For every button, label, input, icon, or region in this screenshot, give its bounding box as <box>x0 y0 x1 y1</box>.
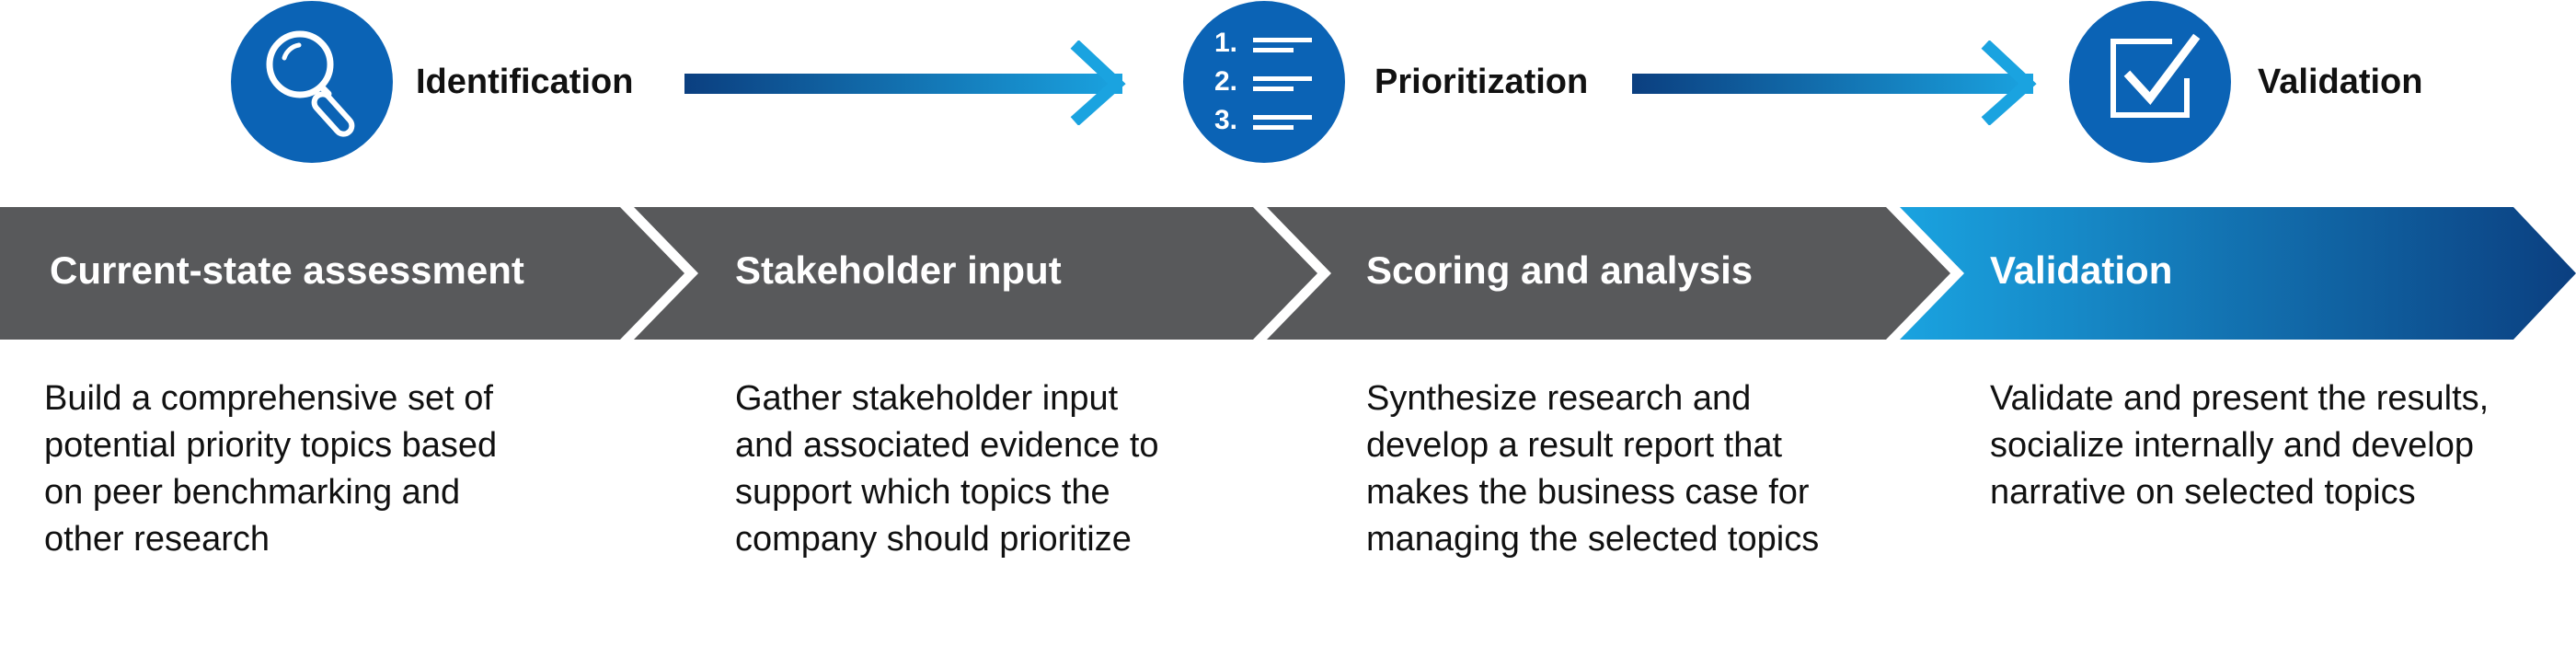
description-line: on peer benchmarking and <box>44 473 461 512</box>
description-line: Build a comprehensive set of <box>44 379 493 418</box>
phase-label-identification: Identification <box>416 63 634 101</box>
description-line: potential priority topics based <box>44 426 498 465</box>
magnifier-icon <box>266 30 355 137</box>
chevron-scoring-and-analysis <box>1267 207 1950 340</box>
arrow-identification-to-prioritization <box>684 40 1126 125</box>
step-title-validation: Validation <box>1990 248 2173 292</box>
description-line: narrative on selected topics <box>1990 473 2416 512</box>
process-chevron-bar <box>0 207 2576 340</box>
description-line: and associated evidence to <box>735 426 1159 465</box>
step-description-scoring-and-analysis: Synthesize research and develop a result… <box>1366 375 1819 563</box>
list-number-1: 1. <box>1214 28 1237 58</box>
phase-label-prioritization: Prioritization <box>1374 63 1589 101</box>
description-line: Gather stakeholder input <box>735 379 1119 418</box>
description-line: managing the selected topics <box>1366 520 1820 559</box>
chevron-stakeholder-input <box>634 207 1317 340</box>
checkbox-check-icon <box>2110 33 2201 118</box>
checkbox-check-icon-circle <box>2069 1 2231 163</box>
description-line: support which topics the <box>735 473 1110 512</box>
description-line: Synthesize research and <box>1366 379 1752 418</box>
numbered-list-icon: 1. 2. 3. <box>1214 28 1312 135</box>
description-line: company should prioritize <box>735 520 1132 559</box>
chevron-current-state-assessment <box>0 207 684 340</box>
step-description-current-state-assessment: Build a comprehensive set of potential p… <box>44 375 497 563</box>
phase-label-validation: Validation <box>2258 63 2423 101</box>
magnifier-icon-circle <box>231 1 393 163</box>
step-description-validation: Validate and present the results, social… <box>1990 375 2489 516</box>
description-line: socialize internally and develop <box>1990 426 2474 465</box>
description-line: Validate and present the results, <box>1990 379 2490 418</box>
list-number-2: 2. <box>1214 66 1237 97</box>
step-description-stakeholder-input: Gather stakeholder input and associated … <box>735 375 1159 563</box>
step-title-stakeholder-input: Stakeholder input <box>735 248 1062 292</box>
numbered-list-icon-circle: 1. 2. 3. <box>1183 1 1345 163</box>
list-number-3: 3. <box>1214 105 1237 135</box>
step-title-current-state-assessment: Current-state assessment <box>50 248 524 292</box>
description-line: makes the business case for <box>1366 473 1810 512</box>
chevron-validation <box>1900 207 2576 340</box>
description-line: develop a result report that <box>1366 426 1783 465</box>
step-title-scoring-and-analysis: Scoring and analysis <box>1366 248 1754 292</box>
arrow-prioritization-to-validation <box>1632 40 2037 125</box>
description-line: other research <box>44 520 270 559</box>
